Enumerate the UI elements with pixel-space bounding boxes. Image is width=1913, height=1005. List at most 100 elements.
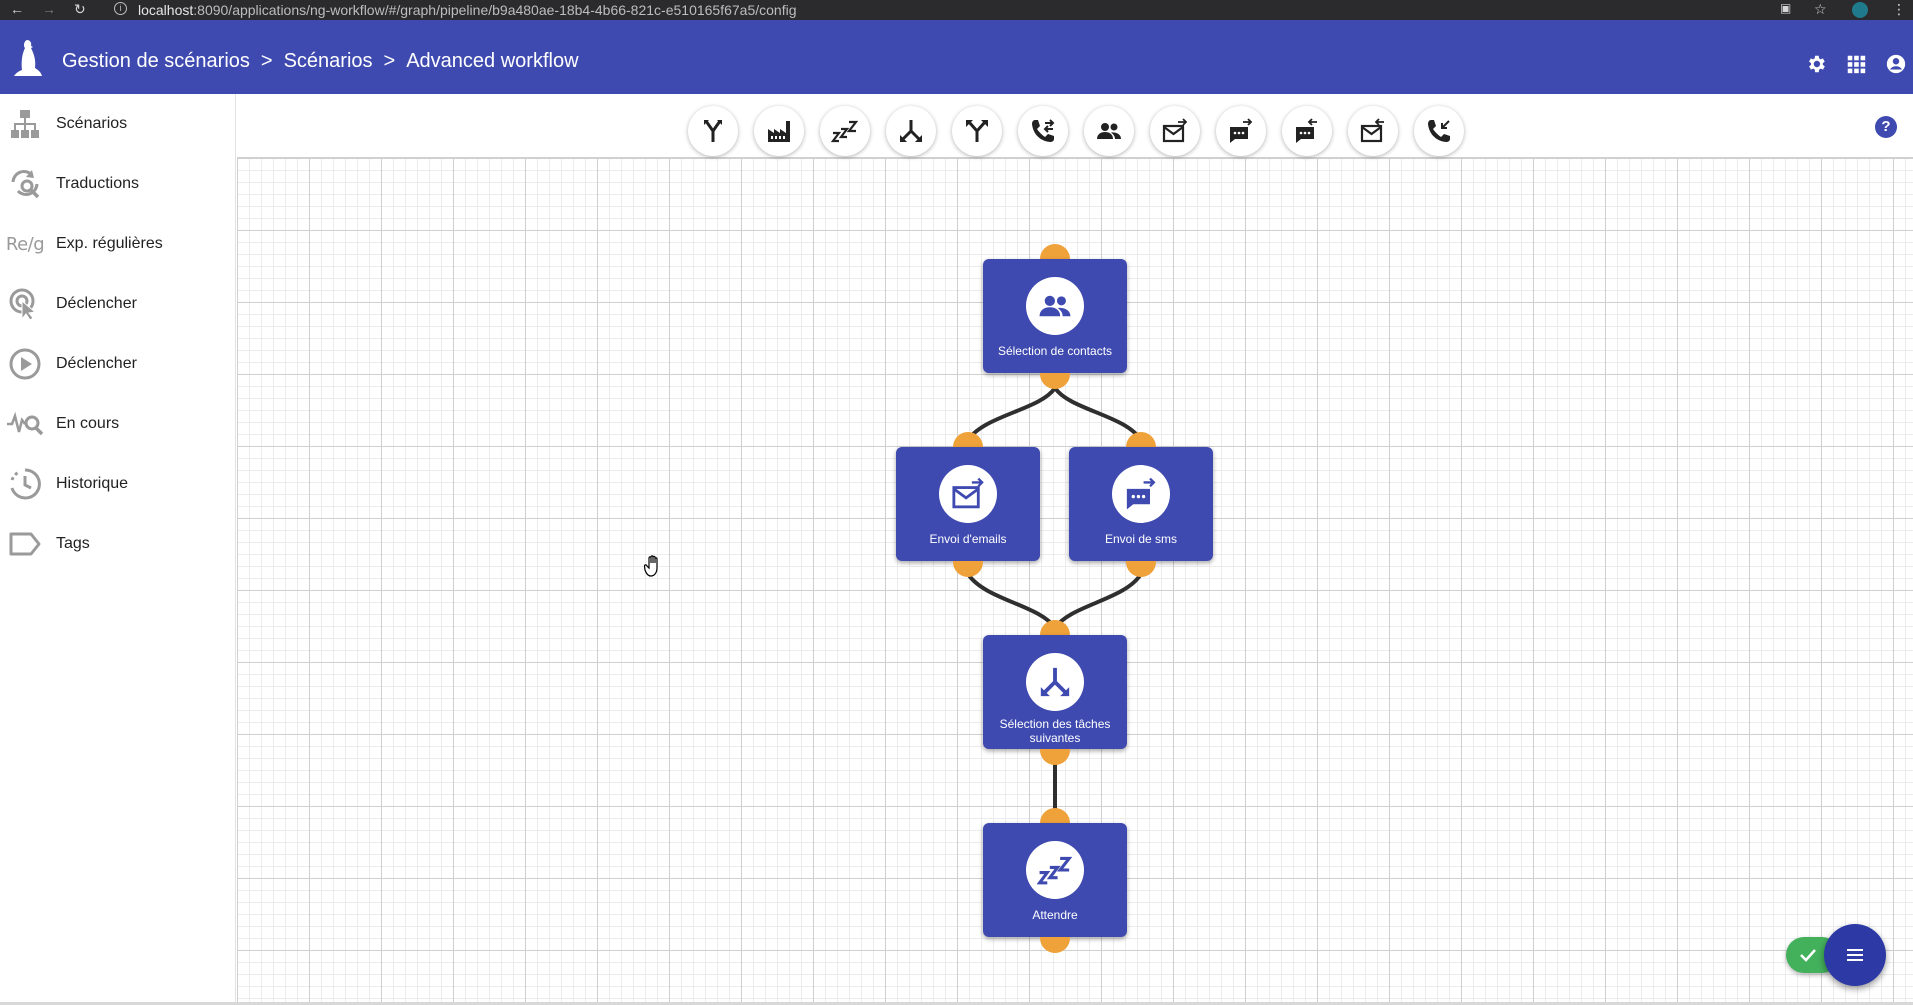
- sleep-tool-button[interactable]: [820, 106, 870, 156]
- bottom-divider: [0, 1002, 1913, 1005]
- node-output-port[interactable]: [1040, 937, 1070, 953]
- breadcrumb-item-gestion[interactable]: Gestion de scénarios: [62, 50, 250, 72]
- email-receive-icon: [1360, 118, 1384, 143]
- sitemap-icon: [6, 105, 44, 143]
- phone-receive-tool-button[interactable]: [1414, 106, 1464, 156]
- fork-tool-button[interactable]: [952, 106, 1002, 156]
- forward-icon[interactable]: →: [42, 1, 56, 17]
- split-merge-tool-button[interactable]: [886, 106, 936, 156]
- node-input-port[interactable]: [1126, 432, 1156, 448]
- sidebar-item-en-cours[interactable]: En cours: [0, 398, 236, 450]
- node-input-port[interactable]: [1040, 808, 1070, 824]
- sidebar-item-traductions[interactable]: Traductions: [0, 158, 236, 210]
- bookmark-star-icon[interactable]: ☆: [1814, 1, 1827, 17]
- phone-transfer-tool-button[interactable]: [1018, 106, 1068, 156]
- menu-icon: [1847, 949, 1863, 961]
- merge-tool-button[interactable]: [688, 106, 738, 156]
- factory-icon: [768, 121, 790, 142]
- regex-icon: Re/g: [5, 233, 45, 255]
- email-icon: [1162, 118, 1188, 143]
- contacts-tool-button[interactable]: [1084, 106, 1134, 156]
- node-selection-contacts[interactable]: Sélection de contacts: [983, 259, 1127, 373]
- merge-icon: [704, 120, 722, 142]
- sleep-icon: [1026, 841, 1084, 899]
- sleep-icon: [831, 120, 859, 143]
- node-output-port[interactable]: [953, 561, 983, 577]
- node-envoi-sms[interactable]: Envoi de sms: [1069, 447, 1213, 561]
- breadcrumb: Gestion de scénarios > Scénarios > Advan…: [62, 50, 579, 73]
- apps-grid-icon[interactable]: [1845, 53, 1867, 75]
- email-send-icon: [939, 465, 997, 523]
- sidebar-item-label: Déclencher: [56, 355, 137, 372]
- node-label: Attendre: [1032, 908, 1078, 922]
- breadcrumb-separator: >: [383, 50, 396, 72]
- app-header: Gestion de scénarios > Scénarios > Advan…: [0, 20, 1913, 94]
- node-attendre[interactable]: Attendre: [983, 823, 1127, 937]
- breadcrumb-item-scenarios[interactable]: Scénarios: [283, 50, 373, 72]
- sms-receive-icon: [1296, 118, 1317, 143]
- node-input-port[interactable]: [1040, 620, 1070, 636]
- split-merge-icon: [1026, 653, 1084, 711]
- sidebar-item-label: Traductions: [56, 175, 139, 192]
- breadcrumb-item-current: Advanced workflow: [406, 50, 579, 72]
- site-info-icon[interactable]: i: [114, 2, 127, 15]
- address-bar[interactable]: localhost:8090/applications/ng-workflow/…: [138, 2, 797, 18]
- sidebar-item-label: Tags: [56, 535, 90, 552]
- sidebar-item-scenarios[interactable]: Scénarios: [0, 98, 236, 150]
- sidebar-item-regex[interactable]: Re/g Exp. régulières: [0, 218, 236, 270]
- node-selection-taches[interactable]: Sélection des tâches suivantes: [983, 635, 1127, 749]
- phone-receive-icon: [1428, 120, 1450, 142]
- phone-transfer-icon: [1032, 119, 1055, 142]
- account-icon[interactable]: [1885, 53, 1907, 75]
- sms-send-icon: [1230, 118, 1253, 143]
- node-input-port[interactable]: [953, 432, 983, 448]
- browser-menu-icon[interactable]: ⋮: [1892, 1, 1906, 17]
- browser-bar: ← → ↻ i localhost:8090/applications/ng-w…: [0, 0, 1913, 20]
- sidebar-item-label: Exp. régulières: [56, 235, 163, 252]
- breadcrumb-separator: >: [260, 50, 273, 72]
- touch-trigger-icon: [6, 285, 44, 323]
- node-output-port[interactable]: [1126, 561, 1156, 577]
- fork-icon: [966, 120, 988, 142]
- node-label: Sélection de contacts: [997, 344, 1113, 358]
- profile-avatar[interactable]: [1852, 2, 1868, 18]
- back-icon[interactable]: ←: [10, 1, 24, 17]
- factory-tool-button[interactable]: [754, 106, 804, 156]
- play-circle-icon: [6, 345, 44, 383]
- translate-icon[interactable]: ▣: [1780, 1, 1792, 15]
- translate-search-icon: [6, 165, 44, 203]
- sidebar-item-label: En cours: [56, 415, 120, 432]
- activity-search-icon: [6, 405, 44, 443]
- email-receive-tool-button[interactable]: [1348, 106, 1398, 156]
- sidebar-item-label: Déclencher: [56, 295, 137, 312]
- fab-menu-button[interactable]: [1824, 924, 1886, 986]
- sidebar-item-historique[interactable]: Historique: [0, 458, 236, 510]
- gear-icon[interactable]: [1805, 53, 1827, 75]
- email-tool-button[interactable]: [1150, 106, 1200, 156]
- node-envoi-emails[interactable]: Envoi d'emails: [896, 447, 1040, 561]
- node-output-port[interactable]: [1040, 749, 1070, 765]
- sidebar-item-declencher-touch[interactable]: Déclencher: [0, 278, 236, 330]
- node-output-port[interactable]: [1040, 373, 1070, 389]
- sms-send-tool-button[interactable]: [1216, 106, 1266, 156]
- header-actions: [1805, 53, 1907, 75]
- app-logo-icon[interactable]: [10, 38, 44, 78]
- node-label: Envoi de sms: [1104, 532, 1178, 546]
- history-icon: [6, 465, 44, 503]
- sidebar-item-tags[interactable]: Tags: [0, 518, 236, 570]
- split-merge-icon: [900, 120, 922, 142]
- sms-receive-tool-button[interactable]: [1282, 106, 1332, 156]
- help-icon[interactable]: ?: [1875, 116, 1897, 138]
- check-icon: [1800, 949, 1816, 962]
- sidebar-item-declencher-play[interactable]: Déclencher: [0, 338, 236, 390]
- node-input-port[interactable]: [1040, 244, 1070, 260]
- tag-icon: [6, 525, 44, 563]
- reload-icon[interactable]: ↻: [74, 1, 86, 17]
- contacts-icon: [1026, 277, 1084, 335]
- contacts-icon: [1097, 123, 1121, 139]
- sidebar: Scénarios Traductions Re/g Exp. régulièr…: [0, 94, 236, 1005]
- hand-cursor-icon: [644, 555, 658, 577]
- node-toolbar: ?: [237, 94, 1913, 158]
- node-label: Envoi d'emails: [929, 532, 1007, 546]
- sidebar-item-label: Scénarios: [56, 115, 128, 132]
